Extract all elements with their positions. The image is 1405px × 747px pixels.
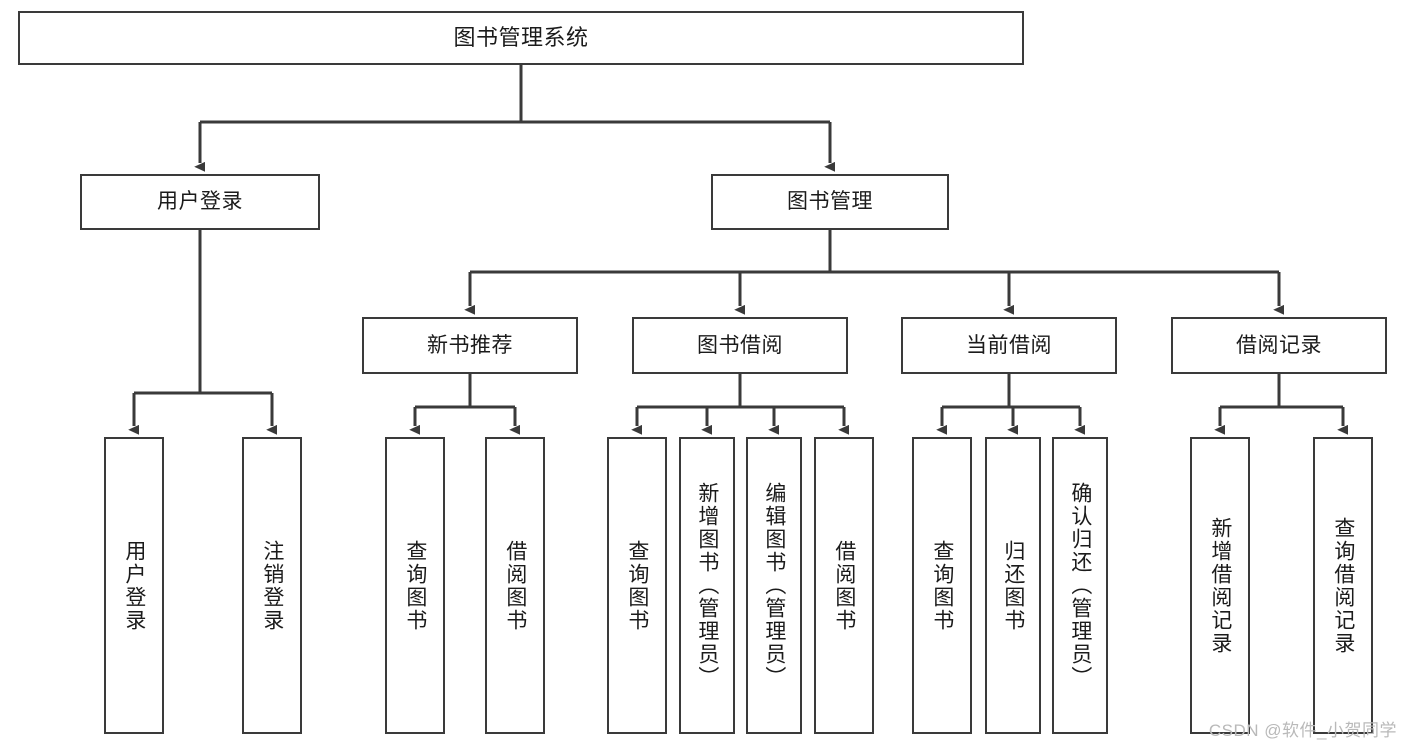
node-root[interactable]: 图书管理系统 (18, 11, 1024, 65)
leaf-current-query-book[interactable]: 查询图书 (912, 437, 972, 734)
node-label: 注销登录 (260, 539, 284, 632)
node-label: 用户登录 (122, 539, 146, 632)
leaf-borrow-edit-book[interactable]: 编辑图书（管理员） (746, 437, 802, 734)
node-label: 借阅记录 (1236, 333, 1322, 357)
node-borrow-record[interactable]: 借阅记录 (1171, 317, 1387, 374)
node-label: 图书管理 (787, 190, 873, 214)
leaf-newbook-query-book[interactable]: 查询图书 (385, 437, 445, 734)
node-current-borrow[interactable]: 当前借阅 (901, 317, 1117, 374)
node-label: 借阅图书 (503, 539, 527, 632)
leaf-current-confirm-return[interactable]: 确认归还（管理员） (1052, 437, 1108, 734)
node-new-book-recommend[interactable]: 新书推荐 (362, 317, 578, 374)
leaf-borrow-borrow-book[interactable]: 借阅图书 (814, 437, 874, 734)
leaf-current-return-book[interactable]: 归还图书 (985, 437, 1041, 734)
node-user-login[interactable]: 用户登录 (80, 174, 320, 230)
node-label: 图书借阅 (697, 333, 783, 357)
node-label: 用户登录 (157, 190, 243, 214)
watermark: CSDN @软件_小贺同学 (1208, 721, 1397, 740)
leaf-record-query[interactable]: 查询借阅记录 (1313, 437, 1373, 734)
node-label: 编辑图书（管理员） (762, 482, 786, 689)
node-label: 查询图书 (930, 539, 954, 632)
node-book-borrow[interactable]: 图书借阅 (632, 317, 848, 374)
node-label: 查询图书 (403, 539, 427, 632)
node-label: 新书推荐 (427, 333, 513, 357)
leaf-borrow-query-book[interactable]: 查询图书 (607, 437, 667, 734)
leaf-record-add[interactable]: 新增借阅记录 (1190, 437, 1250, 734)
leaf-user-logout[interactable]: 注销登录 (242, 437, 302, 734)
node-book-management[interactable]: 图书管理 (711, 174, 949, 230)
node-label: 图书管理系统 (453, 24, 589, 50)
node-label: 归还图书 (1001, 539, 1025, 632)
node-label: 查询图书 (625, 539, 649, 632)
node-label: 确认归还（管理员） (1068, 482, 1092, 689)
node-label: 查询借阅记录 (1331, 516, 1355, 655)
node-label: 新增借阅记录 (1208, 516, 1232, 655)
leaf-borrow-add-book[interactable]: 新增图书（管理员） (679, 437, 735, 734)
leaf-newbook-borrow-book[interactable]: 借阅图书 (485, 437, 545, 734)
node-label: 新增图书（管理员） (695, 482, 719, 689)
node-label: 借阅图书 (832, 539, 856, 632)
node-label: 当前借阅 (966, 333, 1052, 357)
leaf-user-login[interactable]: 用户登录 (104, 437, 164, 734)
